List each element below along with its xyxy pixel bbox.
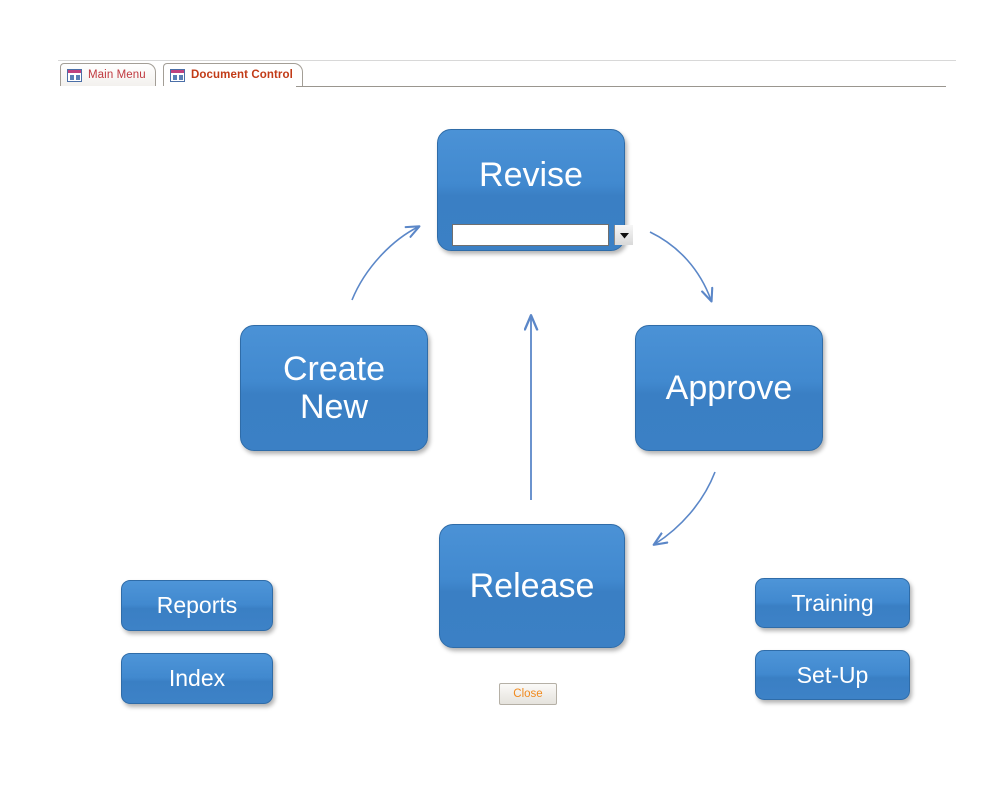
process-node-create-new-line1: Create: [282, 349, 386, 388]
arrow-approve-to-release: [655, 471, 716, 544]
index-button-label: Index: [168, 665, 226, 691]
form-icon: [170, 68, 185, 82]
close-button[interactable]: Close: [499, 683, 557, 705]
process-node-release[interactable]: Release: [439, 524, 625, 648]
tab-document-control-label: Document Control: [191, 69, 293, 81]
arrow-create-new-to-revise: [351, 227, 418, 301]
process-node-approve[interactable]: Approve: [635, 325, 823, 451]
process-node-release-label: Release: [469, 566, 595, 605]
form-icon: [67, 68, 82, 82]
index-button[interactable]: Index: [121, 653, 273, 704]
revise-document-combobox[interactable]: [452, 224, 633, 246]
tab-main-menu[interactable]: Main Menu: [60, 63, 156, 86]
close-button-label: Close: [513, 688, 543, 700]
reports-button[interactable]: Reports: [121, 580, 273, 631]
chevron-down-icon[interactable]: [614, 225, 633, 245]
training-button-label: Training: [791, 589, 874, 616]
revise-document-combobox-input[interactable]: [453, 225, 614, 245]
process-node-revise-label: Revise: [479, 156, 583, 194]
arrow-revise-to-approve: [649, 231, 711, 300]
tabstrip-top-divider: [58, 60, 956, 61]
tab-main-menu-label: Main Menu: [88, 69, 146, 81]
reports-button-label: Reports: [156, 592, 238, 618]
setup-button[interactable]: Set-Up: [755, 650, 910, 700]
tabstrip-bottom-divider: [296, 86, 946, 87]
training-button[interactable]: Training: [755, 578, 910, 628]
tab-document-control[interactable]: Document Control: [163, 63, 303, 86]
process-node-create-new-label: Create New: [283, 350, 385, 426]
process-node-create-new-line2: New: [299, 388, 369, 426]
setup-button-label: Set-Up: [796, 661, 869, 688]
document-tab-strip: Main Menu Document Control: [0, 0, 1000, 92]
process-node-approve-label: Approve: [665, 368, 793, 407]
process-node-create-new[interactable]: Create New: [240, 325, 428, 451]
